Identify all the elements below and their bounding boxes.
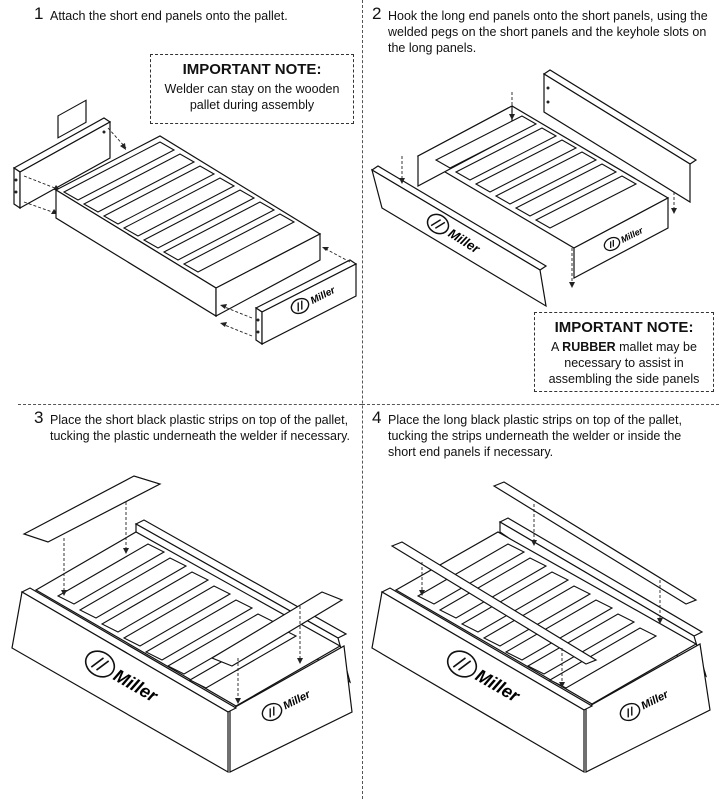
direction-arrow — [323, 247, 351, 263]
note-2-heading: IMPORTANT NOTE: — [554, 319, 694, 336]
direction-arrow — [23, 175, 61, 191]
horizontal-divider-right — [362, 404, 719, 405]
pallet-slats — [434, 115, 638, 229]
step-1-number: 1 — [34, 4, 44, 23]
short-panel-front — [585, 643, 711, 773]
step-2-instruction: 2 Hook the long end panels onto the shor… — [372, 4, 708, 56]
pallet-end — [215, 233, 321, 318]
arrow-head — [399, 178, 405, 184]
plastic-strip-short-front — [210, 591, 344, 667]
note-2-body: A RUBBER mallet may be necessary to assi… — [539, 339, 709, 387]
arrow-head — [220, 322, 227, 327]
step-2-illustration: Miller Miller — [370, 69, 698, 308]
short-panel-front — [573, 197, 669, 279]
arrow-head — [531, 540, 537, 546]
short-panel-front — [229, 645, 353, 773]
note-1-text: Welder can stay on the wooden pallet dur… — [164, 82, 340, 112]
arrow-head — [657, 618, 663, 624]
long-panel-front-face — [11, 591, 229, 774]
peg-hole — [14, 190, 18, 194]
plastic-strip-short-back — [22, 475, 162, 543]
note-1-heading: IMPORTANT NOTE: — [182, 61, 322, 78]
step-4-text: Place the long black plastic strips on t… — [388, 413, 682, 459]
step-3-text: Place the short black plastic strips on … — [50, 413, 350, 443]
arrow-head — [322, 247, 329, 251]
step-1-illustration: Miller — [12, 99, 358, 346]
arrow-head — [235, 698, 241, 704]
step-4-instruction: 4 Place the long black plastic strips on… — [372, 408, 708, 460]
long-panel-back-face — [543, 72, 691, 204]
step-1-text: Attach the short end panels onto the pal… — [50, 9, 288, 23]
peg-hole — [14, 178, 18, 182]
arrow-head — [671, 208, 677, 214]
direction-arrow — [221, 305, 253, 319]
note-2-text-pre: A — [551, 340, 563, 354]
keyhole-slot — [546, 100, 550, 104]
arrow-head — [419, 590, 425, 596]
arrow-head — [123, 548, 129, 554]
keyhole-slot — [546, 86, 550, 90]
peg-hole — [256, 318, 260, 322]
plastic-strip-long-back — [492, 481, 698, 605]
short-panel-left-edge — [13, 166, 21, 210]
important-note-1: IMPORTANT NOTE: Welder can stay on the w… — [150, 54, 354, 124]
step-4-number: 4 — [372, 408, 382, 427]
step-2-number: 2 — [372, 4, 382, 23]
important-note-2: IMPORTANT NOTE: A RUBBER mallet may be n… — [534, 312, 714, 392]
arrow-head — [61, 590, 67, 596]
peg-hole — [102, 130, 106, 134]
step-2-text: Hook the long end panels onto the short … — [388, 9, 708, 55]
note-2-bold: RUBBER — [562, 340, 616, 354]
long-panel-front-face — [371, 591, 585, 774]
step-1-instruction: 1 Attach the short end panels onto the p… — [34, 4, 354, 24]
step-3-illustration: Miller Miller — [11, 475, 353, 774]
long-panel-front-face — [371, 168, 547, 308]
peg-hole — [256, 330, 260, 334]
arrow-head — [509, 114, 515, 120]
arrow-head — [569, 282, 575, 288]
step-4-illustration: Miller Miller — [371, 481, 711, 774]
vertical-divider — [362, 0, 363, 799]
arrow-head — [559, 682, 565, 688]
note-2-text-post: mallet may be necessary to assist in ass… — [548, 340, 700, 386]
panel-window — [57, 99, 87, 139]
short-panel-left-face — [19, 120, 111, 210]
direction-arrow — [221, 323, 253, 337]
arrow-head — [297, 658, 303, 664]
arrow-head — [120, 143, 126, 150]
step-3-number: 3 — [34, 408, 44, 427]
plastic-strip-long-front — [390, 541, 598, 665]
pallet-slats — [62, 141, 296, 273]
short-panel-right-edge — [255, 306, 263, 346]
horizontal-divider-left — [18, 404, 362, 405]
arrow-head — [220, 304, 227, 309]
step-3-instruction: 3 Place the short black plastic strips o… — [34, 408, 354, 444]
